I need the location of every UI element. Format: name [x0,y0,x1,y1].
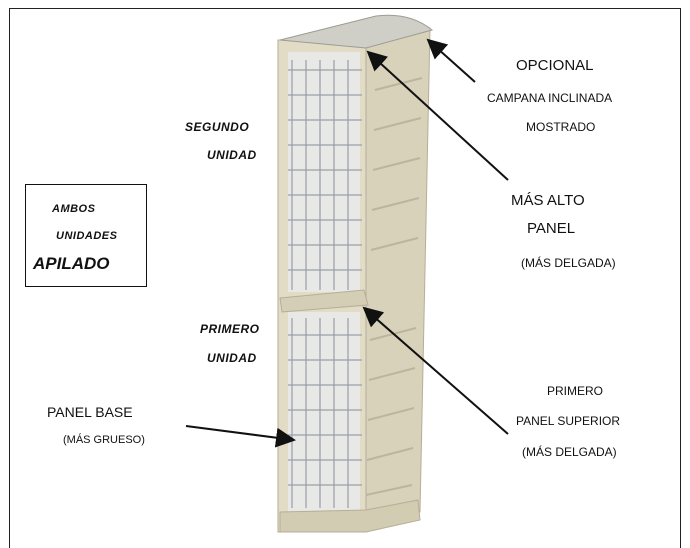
upper-interior [288,52,360,292]
arrow-first-top-panel [362,306,509,435]
label-segundo: SEGUNDO [185,120,250,134]
lower-interior [288,312,360,512]
upper-unit-grid [288,60,362,290]
diagram-frame [9,8,681,548]
locker-base [279,499,421,533]
label-mostrado: MOSTRADO [526,120,596,134]
label-opcional: OPCIONAL [516,57,594,74]
label-panel-superior: PANEL SUPERIOR [516,414,621,428]
arrow-base-panel [185,425,296,448]
label-panel-base: PANEL BASE [47,404,133,420]
pointer-arrows [185,38,509,448]
label-mas-delgada-top: (MÁS DELGADA) [521,256,616,270]
sloped-hood [279,14,434,49]
label-campana-inclinada: CAMPANA INCLINADA [487,91,613,105]
label-panel: PANEL [527,220,576,237]
locker-side-panel [359,27,431,531]
label-unidad-top: UNIDAD [207,148,257,162]
arrow-top-panel [366,50,509,181]
middle-shelf [279,289,369,313]
label-unidad-bottom: UNIDAD [207,351,257,365]
lower-unit-grid [288,318,362,508]
side-panel-ribs [365,77,423,496]
label-ambos: AMBOS [52,203,96,215]
label-primero-left: PRIMERO [200,322,260,336]
label-unidades: UNIDADES [56,230,118,242]
label-apilado: APILADO [33,254,110,273]
label-mas-alto: MÁS ALTO [511,192,585,209]
label-primero-right: PRIMERO [547,384,604,398]
stacked-note-box: AMBOS UNIDADES APILADO [25,184,147,287]
arrow-hood [426,38,476,83]
label-mas-delgada-bottom: (MÁS DELGADA) [522,445,617,459]
label-mas-grueso: (MÁS GRUESO) [63,434,145,446]
